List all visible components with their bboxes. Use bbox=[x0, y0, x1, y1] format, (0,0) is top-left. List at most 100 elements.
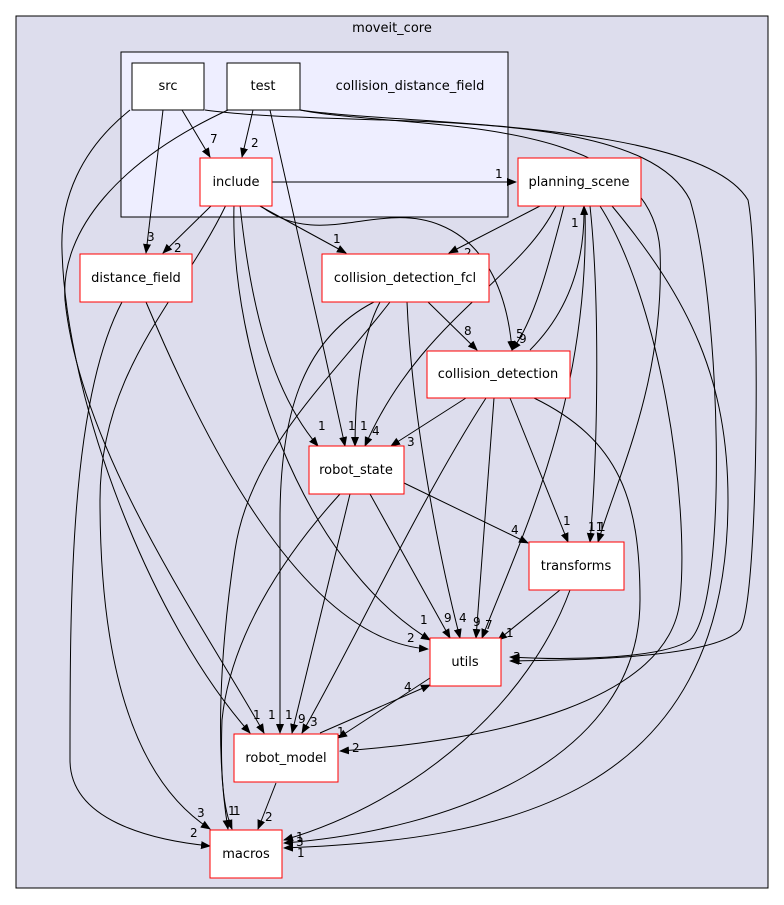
label-planning-scene-transforms: 11 bbox=[588, 520, 603, 534]
node-collision-detection-fcl[interactable]: collision_detection_fcl bbox=[321, 253, 490, 303]
node-planning-scene[interactable]: planning_scene bbox=[517, 157, 642, 207]
label-collision-detection-planning-scene: 1 bbox=[571, 216, 579, 230]
label-robot-state-transforms: 4 bbox=[511, 523, 519, 537]
node-collision-detection-fcl-label: collision_detection_fcl bbox=[334, 271, 476, 286]
label-planning-scene-robot-model: 2 bbox=[352, 741, 360, 755]
edge-test-robot-model bbox=[64, 109, 265, 734]
label-robot-state-utils: 9 bbox=[444, 611, 452, 625]
edge-include-robot-state bbox=[239, 204, 319, 447]
label-include-distance-field: 2 bbox=[174, 241, 182, 255]
edge-include-robot-model bbox=[276, 301, 375, 734]
label-test-utils: 1 bbox=[515, 653, 523, 667]
edge-include-collision-detection-fcl bbox=[257, 204, 347, 254]
node-utils-label: utils bbox=[451, 655, 479, 670]
node-test-label: test bbox=[251, 79, 276, 94]
node-robot-state[interactable]: robot_state bbox=[308, 445, 405, 495]
edge-collision-detection-utils bbox=[472, 397, 495, 639]
node-planning-scene-label: planning_scene bbox=[528, 175, 629, 190]
edge-planning-scene-macros bbox=[283, 205, 729, 852]
edge-planning-scene-collision-detection bbox=[511, 205, 565, 351]
node-robot-model-label: robot_model bbox=[245, 751, 326, 766]
edge-collision-detection-robot-model bbox=[301, 397, 487, 734]
node-distance-field[interactable]: distance_field bbox=[79, 253, 193, 303]
label-src-utils: 3 bbox=[513, 650, 521, 664]
node-src-label: src bbox=[159, 79, 178, 94]
label-include-utils: 1 bbox=[420, 613, 428, 627]
edge-test-utils bbox=[299, 109, 757, 665]
edge-utils-robot-model bbox=[337, 677, 431, 739]
label-collision-detection-macros: 3 bbox=[296, 835, 304, 849]
node-test[interactable]: test bbox=[226, 62, 301, 111]
label-robot-state-robot-model: 9 bbox=[298, 712, 306, 726]
edge-include-distance-field bbox=[162, 204, 213, 254]
edge-planning-scene-transforms bbox=[586, 205, 598, 543]
node-transforms-label: transforms bbox=[541, 559, 612, 574]
edge-test-transforms bbox=[299, 109, 661, 543]
label-include-collision-detection-fcl: 1 bbox=[333, 232, 341, 246]
label-include-collision-detection: 5 bbox=[516, 327, 524, 341]
label-collision-detection-fcl-robot-state: 1 bbox=[360, 419, 368, 433]
label-robot-state-macros: 1 bbox=[228, 804, 236, 818]
label-include-robot-state: 1 bbox=[318, 419, 326, 433]
node-transforms[interactable]: transforms bbox=[528, 541, 625, 591]
edge-collision-detection-macros bbox=[283, 397, 641, 847]
edge-robot-model-macros bbox=[257, 782, 277, 830]
edge-robot-state-transforms bbox=[403, 482, 529, 544]
edge-include-collision-detection bbox=[261, 206, 516, 351]
edge-transforms-utils bbox=[497, 589, 561, 641]
node-include[interactable]: include bbox=[199, 157, 273, 207]
edge-robot-state-robot-model bbox=[290, 493, 351, 734]
label-transforms-macros: 1 bbox=[296, 830, 304, 844]
label-test-robot-model: 1 bbox=[268, 708, 276, 722]
edge-collision-detection-fcl-collision-detection bbox=[427, 301, 478, 351]
edge-src-include bbox=[181, 109, 211, 158]
node-collision-detection-label: collision_detection bbox=[438, 367, 558, 382]
edge-test-include bbox=[240, 109, 254, 158]
node-robot-model[interactable]: robot_model bbox=[233, 733, 339, 783]
label-collision-detection-fcl-utils: 4 bbox=[459, 611, 467, 625]
label-planning-scene-macros: 1 bbox=[297, 846, 305, 860]
label-collision-detection-utils: 9 bbox=[473, 615, 481, 629]
edge-collision-detection-fcl-utils bbox=[406, 301, 462, 639]
node-macros-label: macros bbox=[222, 847, 270, 862]
edge-test-robot-state bbox=[269, 109, 348, 447]
label-collision-detection-fcl-macros: 1 bbox=[233, 804, 241, 818]
label-transforms-utils: 1 bbox=[506, 626, 514, 640]
node-distance-field-label: distance_field bbox=[91, 271, 181, 286]
edge-planning-scene-utils bbox=[481, 209, 586, 639]
node-macros[interactable]: macros bbox=[209, 829, 283, 879]
label-collision-detection-robot-model: 3 bbox=[310, 715, 318, 729]
edge-robot-state-utils bbox=[369, 493, 451, 639]
node-collision-detection[interactable]: collision_detection bbox=[426, 350, 571, 399]
edge-include-utils bbox=[233, 204, 431, 641]
cluster-moveit-core-label: moveit_core bbox=[352, 21, 432, 36]
label-include-macros: 3 bbox=[197, 806, 205, 820]
label-src-robot-model: 1 bbox=[253, 708, 261, 722]
edge-collision-detection-fcl-macros bbox=[220, 301, 391, 830]
node-robot-state-label: robot_state bbox=[319, 463, 393, 478]
label-distance-field-utils: 2 bbox=[407, 631, 415, 645]
label-test-transforms: 1 bbox=[598, 520, 606, 534]
edge-src-utils bbox=[204, 109, 717, 662]
edge-collision-detection-robot-state bbox=[390, 397, 467, 447]
label-collision-detection-fcl-collision-detection: 8 bbox=[464, 324, 472, 338]
edge-collision-detection-fcl-robot-state bbox=[351, 301, 381, 447]
edge-transforms-macros bbox=[283, 589, 571, 842]
label-include-planning-scene: 1 bbox=[495, 167, 503, 181]
cluster-collision-distance-field-label: collision_distance_field bbox=[336, 79, 485, 94]
edge-src-robot-model bbox=[61, 109, 251, 734]
label-collision-detection-transforms: 1 bbox=[563, 514, 571, 528]
label-distance-field-macros: 2 bbox=[190, 826, 198, 840]
label-include-robot-model: 1 bbox=[285, 708, 293, 722]
edge-distance-field-macros bbox=[69, 301, 211, 850]
label-robot-model-utils: 4 bbox=[404, 680, 412, 694]
edge-collision-detection-planning-scene bbox=[529, 205, 589, 351]
node-src[interactable]: src bbox=[131, 62, 205, 111]
label-test-robot-state: 1 bbox=[348, 419, 356, 433]
label-planning-scene-utils: 7 bbox=[485, 618, 493, 632]
label-collision-detection-robot-state: 3 bbox=[407, 435, 415, 449]
label-planning-scene-collision-detection: 9 bbox=[519, 332, 527, 346]
edge-distance-field-utils bbox=[145, 301, 429, 653]
node-utils[interactable]: utils bbox=[429, 637, 502, 687]
